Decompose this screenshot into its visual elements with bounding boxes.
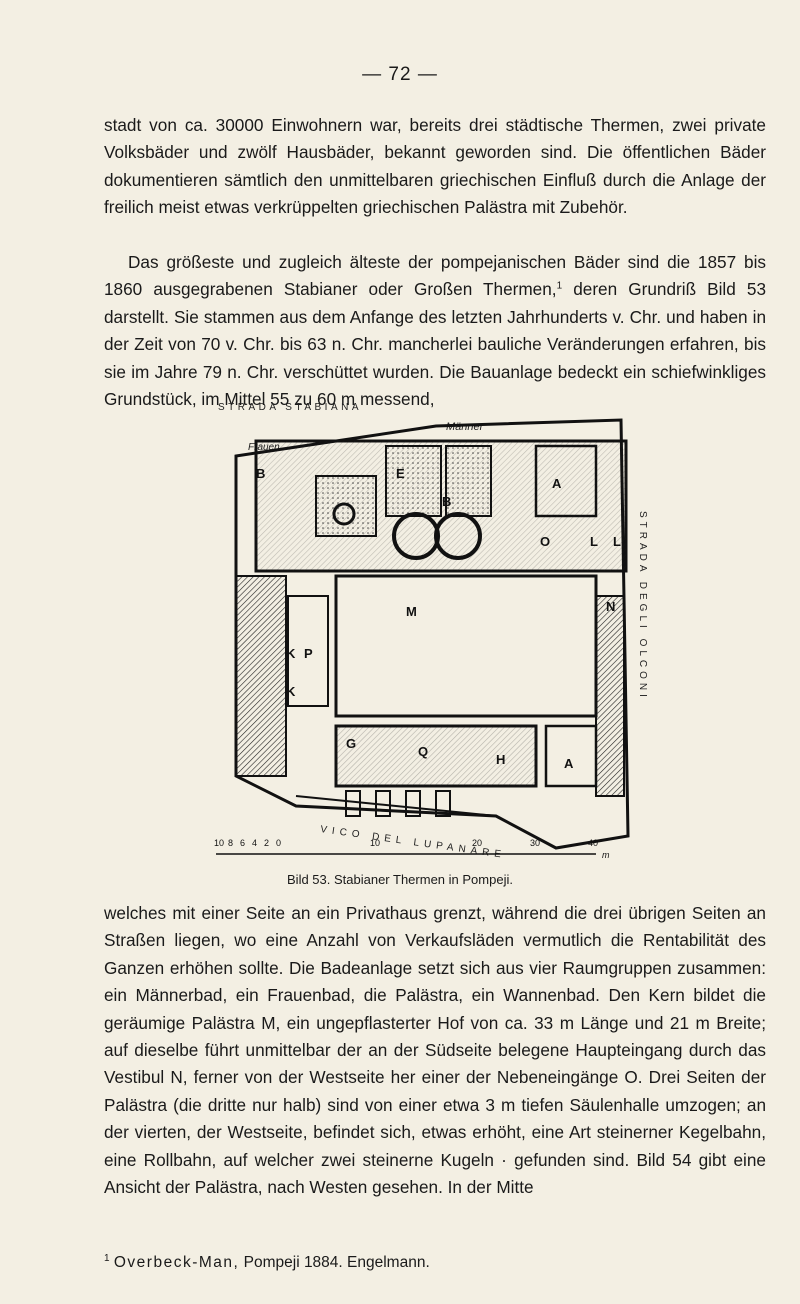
- scale-tick-10a: 10: [214, 838, 224, 848]
- svg-text:B: B: [442, 494, 451, 509]
- paragraph-2: Das größeste und zugleich älteste der po…: [104, 249, 766, 413]
- svg-text:A: A: [552, 476, 562, 491]
- room-frauenbad: [315, 475, 377, 537]
- paragraph-1: stadt von ca. 30000 Einwohnern war, bere…: [104, 115, 766, 218]
- scale-unit: m: [602, 850, 610, 860]
- footnote-text: Pompeji 1884. Engelmann.: [239, 1254, 430, 1271]
- east-shops: [595, 595, 625, 797]
- figure-caption: Bild 53. Stabianer Thermen in Pompeji.: [287, 872, 513, 887]
- frigidarium-round-2: [434, 512, 482, 560]
- room-apodyterium: [385, 445, 442, 517]
- paragraph-2-text-b: deren Grundriß Bild 53 darstellt. Sie st…: [104, 279, 766, 410]
- scale-tick-4: 4: [252, 838, 257, 848]
- paragraph-3: welches mit einer Seite an ein Privathau…: [104, 903, 766, 1198]
- svg-text:E: E: [396, 466, 405, 481]
- scale-tick-10: 10: [370, 838, 380, 848]
- svg-text:L: L: [590, 534, 598, 549]
- street-label-right: STRADA DEGLI OLCONI: [637, 511, 648, 701]
- footnote-marker: 1: [104, 1252, 110, 1264]
- floor-plan-figure: STRADA STABIANA STRADA DEGLI OLCONI VICO…: [196, 396, 656, 866]
- west-rooms: [235, 575, 287, 777]
- svg-text:G: G: [346, 736, 356, 751]
- scale-tick-6: 6: [240, 838, 245, 848]
- svg-text:A: A: [564, 756, 574, 771]
- palaestra-m: [334, 574, 598, 718]
- svg-text:K: K: [286, 684, 296, 699]
- scale-tick-0: 0: [276, 838, 281, 848]
- street-label-top: STRADA STABIANA: [218, 402, 362, 413]
- scale-tick-20: 20: [472, 838, 482, 848]
- svg-text:H: H: [496, 752, 505, 767]
- scale-tick-8: 8: [228, 838, 233, 848]
- svg-text:O: O: [540, 534, 550, 549]
- outer-wall: [234, 418, 630, 850]
- svg-text:M: M: [406, 604, 417, 619]
- label-maenner: Männer: [446, 421, 485, 433]
- room-a-north: [534, 444, 598, 518]
- svg-text:Q: Q: [418, 744, 428, 759]
- scale-tick-2: 2: [264, 838, 269, 848]
- scale-tick-30: 30: [530, 838, 540, 848]
- scale-tick-40: 40: [588, 838, 598, 848]
- svg-text:P: P: [304, 646, 313, 661]
- svg-text:K: K: [286, 646, 296, 661]
- floor-plan-drawing: STRADA STABIANA STRADA DEGLI OLCONI VICO…: [214, 402, 648, 861]
- footnote-author: Overbeck-Man,: [113, 1254, 240, 1271]
- footnote: 1 Overbeck-Man, Pompeji 1884. Engelmann.: [104, 1253, 764, 1273]
- page-number: — 72 —: [362, 64, 438, 85]
- svg-text:B: B: [256, 466, 265, 481]
- room-tepidarium: [445, 445, 492, 517]
- west-room-p: [287, 595, 329, 707]
- footnote-reference: 1: [556, 280, 563, 292]
- paragraph-2-text-a: Das größeste und zugleich älteste der po…: [104, 252, 766, 300]
- round-room-f: [332, 502, 356, 526]
- svg-text:L: L: [613, 534, 621, 549]
- svg-text:N: N: [606, 599, 615, 614]
